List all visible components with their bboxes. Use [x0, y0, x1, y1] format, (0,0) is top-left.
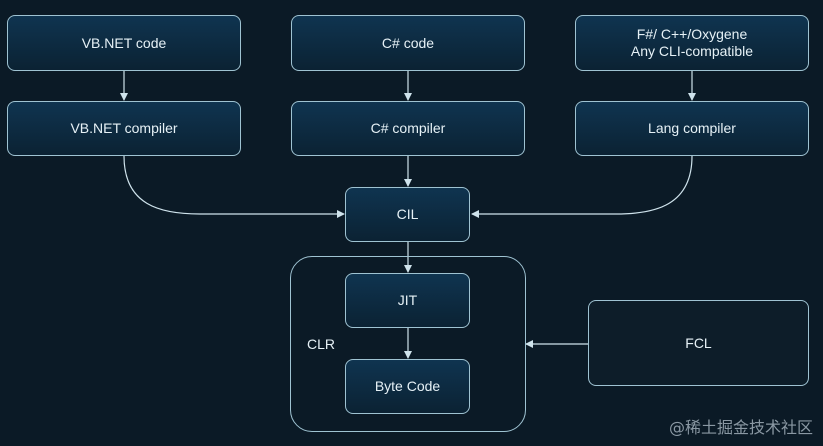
vbnet-compiler-node: VB.NET compiler: [7, 101, 241, 156]
fcl-node: FCL: [588, 300, 809, 386]
cil-label: CIL: [396, 206, 419, 222]
clr-container: [290, 256, 526, 432]
byte-code-node: Byte Code: [345, 359, 470, 414]
jit-node: JIT: [345, 273, 470, 328]
other-languages-label-line1: F#/ C++/Oxygene: [636, 26, 748, 42]
arrow-vbnet-compiler-to-cil: [123, 155, 345, 218]
vbnet-code-node: VB.NET code: [7, 15, 241, 71]
fcl-label: FCL: [685, 334, 712, 351]
jit-label: JIT: [397, 292, 418, 308]
byte-code-label: Byte Code: [374, 378, 441, 394]
clr-label: CLR: [307, 336, 336, 352]
lang-compiler-label: Lang compiler: [648, 120, 736, 136]
watermark-text: @稀土掘金技术社区: [668, 418, 813, 437]
lang-compiler-node: Lang compiler: [575, 101, 809, 156]
csharp-code-node: C# code: [291, 15, 525, 71]
other-languages-code-node: F#/ C++/Oxygene Any CLI-compatible: [575, 15, 809, 71]
arrow-lang-compiler-to-cil: [471, 155, 693, 218]
csharp-compiler-node: C# compiler: [291, 101, 525, 156]
vbnet-code-label: VB.NET code: [81, 34, 167, 51]
csharp-code-label: C# code: [381, 34, 435, 51]
other-languages-label-line2: Any CLI-compatible: [630, 43, 754, 59]
vbnet-compiler-label: VB.NET compiler: [70, 120, 178, 136]
cil-node: CIL: [345, 187, 470, 242]
csharp-compiler-label: C# compiler: [370, 120, 446, 136]
